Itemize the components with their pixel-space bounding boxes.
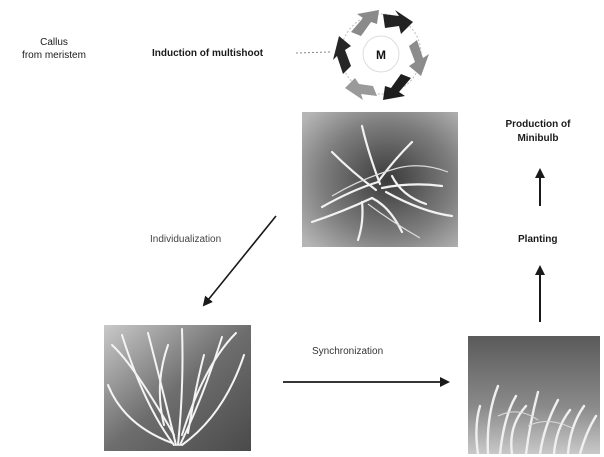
multishoot-culture-photo (302, 112, 458, 247)
planting-label: Planting (518, 234, 557, 245)
production-label-line1: Production of (488, 118, 588, 132)
synchronization-label: Synchronization (312, 346, 383, 357)
cycle-center-label: M (376, 48, 386, 62)
callus-label-line2: from meristem (14, 49, 94, 62)
synchronized-shoots-photo (468, 336, 600, 454)
individualized-shoots-photo (104, 325, 251, 451)
induction-leader-line (296, 52, 330, 53)
production-label-line2: Minibulb (488, 132, 588, 146)
individualization-arrow (204, 216, 276, 305)
production-label: Production of Minibulb (488, 118, 588, 146)
callus-label: Callus from meristem (14, 36, 94, 62)
cycle-icon: M (333, 6, 429, 102)
individualization-label: Individualization (150, 234, 221, 245)
induction-label: Induction of multishoot (152, 48, 263, 59)
callus-label-line1: Callus (14, 36, 94, 49)
